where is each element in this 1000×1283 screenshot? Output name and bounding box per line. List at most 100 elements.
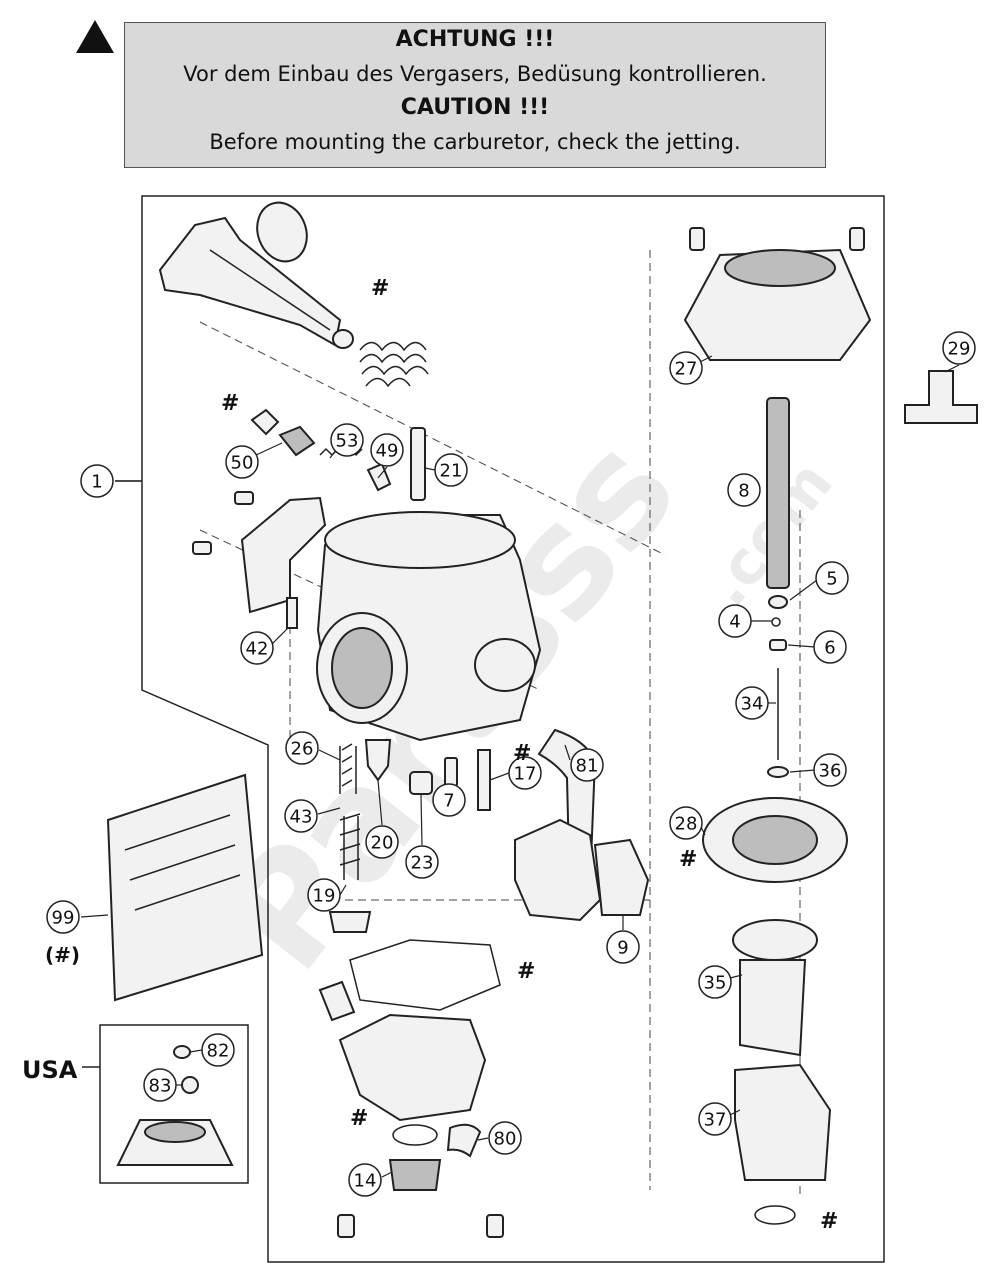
callout-number: 5 (826, 569, 837, 590)
callout-81: 81 (564, 744, 604, 782)
callout-number: 53 (336, 431, 359, 452)
callout-number: 42 (246, 639, 269, 660)
callout-number: 14 (354, 1171, 377, 1192)
hash-mark: # (517, 959, 535, 984)
callout-circle (698, 965, 732, 999)
callout-number: 27 (675, 359, 698, 380)
usa-label: USA (22, 1056, 78, 1084)
callout-number: 37 (704, 1110, 727, 1131)
callout-circle (46, 900, 80, 934)
callout-14: 14 (348, 1163, 393, 1197)
callout-42: 42 (240, 627, 289, 665)
callout-circle (143, 1068, 177, 1102)
callout-circle (669, 806, 703, 840)
callout-leader-line (789, 769, 816, 773)
callout-leader-line (424, 467, 436, 471)
callout-number: 19 (313, 886, 336, 907)
callout-circle (813, 630, 847, 664)
callout-circle (815, 561, 849, 595)
callout-circle (365, 825, 399, 859)
callout-number: 23 (411, 853, 434, 874)
callout-circle (570, 748, 604, 782)
callout-circle (225, 445, 259, 479)
callout-leader-line (381, 1171, 393, 1178)
callout-number: 49 (376, 441, 399, 462)
callout-80: 80 (477, 1121, 522, 1155)
callout-23: 23 (405, 794, 439, 879)
callout-7: 7 (432, 783, 466, 817)
callout-27: 27 (669, 351, 713, 385)
callout-26: 26 (285, 731, 341, 765)
callout-circle (240, 631, 274, 665)
callout-circle (348, 1163, 382, 1197)
float-bowl (318, 939, 504, 1238)
callout-99: 99 (46, 900, 109, 934)
callout-number: 50 (231, 453, 254, 474)
callout-leader-line (729, 1109, 741, 1116)
hash-mark: # (820, 1209, 838, 1234)
callout-49: 49 (370, 433, 404, 479)
callout-83: 83 (143, 1068, 182, 1102)
callout-circle (669, 351, 703, 385)
warning-title-en: CAUTION !!! (400, 95, 550, 120)
callout-leader-line (699, 355, 713, 363)
callout-19: 19 (307, 878, 347, 912)
callout-circle (201, 1033, 235, 1067)
hash-mark: # (679, 847, 697, 872)
hash-mark: # (513, 741, 531, 766)
callout-number: 4 (729, 612, 740, 633)
callout-number: 35 (704, 973, 727, 994)
warning-box: ACHTUNG !!! Vor dem Einbau des Vergasers… (124, 22, 826, 168)
callout-leader-line (420, 794, 423, 846)
callout-number: 83 (149, 1076, 172, 1097)
callout-leader-line (377, 779, 383, 826)
callout-5: 5 (789, 561, 849, 601)
callout-number: 28 (675, 814, 698, 835)
callout-leader-line (787, 644, 816, 648)
callout-leader-line (189, 1049, 203, 1053)
callout-circle (813, 753, 847, 787)
carburetor-body (192, 491, 542, 742)
callout-circle (307, 878, 341, 912)
callout-28: 28 (669, 806, 706, 840)
callout-circle (488, 1121, 522, 1155)
callout-circle (330, 423, 364, 457)
throttle-shaft-assembly (158, 201, 429, 388)
callout-number: 6 (824, 638, 835, 659)
callout-43: 43 (284, 799, 341, 833)
callout-29: 29 (942, 331, 976, 373)
callout-circle (606, 930, 640, 964)
usa-inset (82, 1024, 249, 1184)
callout-leader-line (729, 974, 743, 979)
callout-leader-line (489, 772, 510, 781)
callout-leader-line (317, 807, 341, 815)
callout-leader-line (271, 627, 289, 645)
warning-title-de: ACHTUNG !!! (395, 27, 555, 52)
callout-17: 17 (489, 756, 542, 790)
callout-8: 8 (727, 473, 761, 507)
callout-6: 6 (787, 630, 847, 664)
hash-mark: # (371, 276, 389, 301)
callout-number: 8 (738, 481, 749, 502)
callout-21: 21 (424, 453, 468, 487)
callout-number: 21 (440, 461, 463, 482)
callout-1: 1 (80, 464, 142, 498)
callout-number: 34 (741, 694, 764, 715)
callout-circle (942, 331, 976, 365)
callout-leader-line (339, 884, 347, 896)
jetting-kit-package (106, 773, 264, 1002)
callout-number: 26 (291, 739, 314, 760)
callout-number: 82 (207, 1041, 230, 1062)
warning-text-en: Before mounting the carburetor, check th… (209, 130, 741, 154)
callout-leader-line (318, 749, 341, 761)
callout-number: 99 (52, 908, 75, 929)
callout-leader-line (377, 466, 388, 479)
callout-37: 37 (698, 1102, 741, 1136)
callout-circle (508, 756, 542, 790)
callout-53: 53 (329, 423, 364, 459)
callout-number: 1 (91, 472, 102, 493)
callout-4: 4 (718, 604, 772, 638)
callout-circle (698, 1102, 732, 1136)
